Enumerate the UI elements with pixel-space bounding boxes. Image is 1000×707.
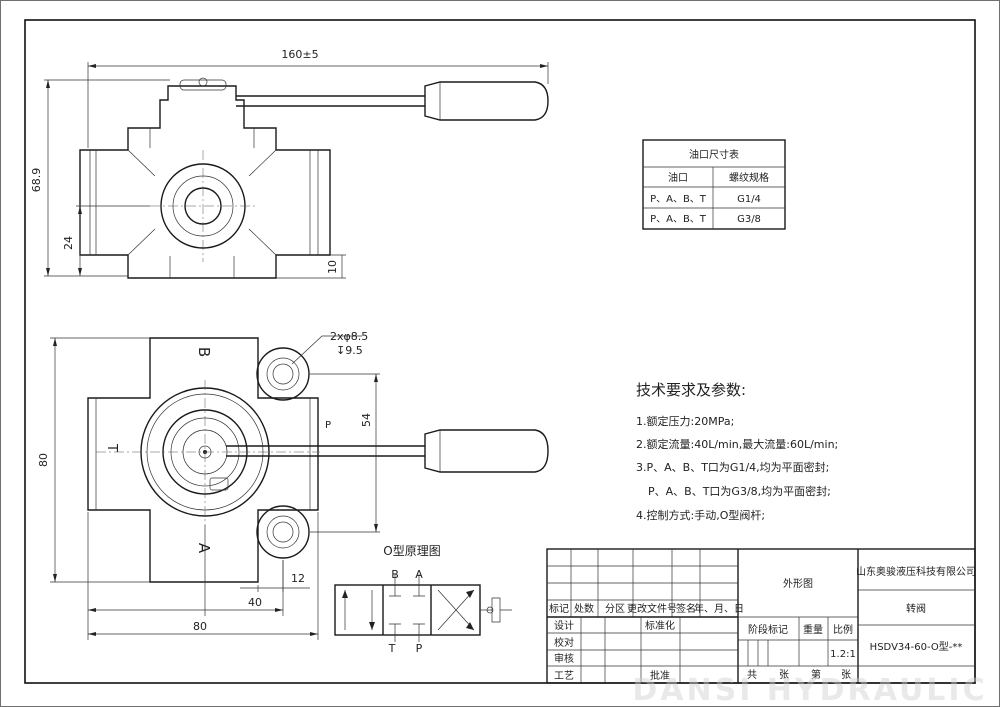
title-role: 设计 [554,619,574,632]
dim-overall-length: 160±5 [281,48,318,61]
title-standardize: 标准化 [645,619,675,632]
technical-requirements: 技术要求及参数: 1.额定压力:20MPa; 2.额定流量:40L/min,最大… [636,381,838,522]
dim-12: 12 [291,572,305,585]
port-table-header-thread: 螺纹规格 [729,171,769,184]
title-role: 校对 [554,636,574,649]
port-table-title: 油口尺寸表 [689,148,739,161]
dim-80-horizontal: 80 [193,620,207,633]
schematic-port-t: T [388,642,396,655]
port-size-table: 油口尺寸表 油口 螺纹规格 P、A、B、T G1/4 P、A、B、T G3/8 [642,139,786,230]
title-row-header: 标记 [549,603,569,615]
port-b-label: B [195,347,213,357]
title-part-name: 转阀 [906,602,926,615]
title-scale-value: 1.2:1 [830,649,856,660]
schematic: O型原理图 B A T P [334,544,512,655]
dim-54: 54 [360,413,373,427]
tech-item: 4.控制方式:手动,O型阀杆; [636,508,765,522]
title-role: 工艺 [554,670,574,682]
schematic-port-p: P [416,642,423,655]
tech-item: 2.额定流量:40L/min,最大流量:60L/min; [636,437,838,451]
title-part-view: 外形图 [783,578,813,590]
title-sheet-no: 第 [811,668,821,681]
title-part-number: HSDV34-60-O型-** [870,640,963,653]
title-row-header: 签名 [676,602,696,615]
title-weight: 重量 [803,623,823,636]
dim-height: 68.9 [30,168,43,193]
title-row-header: 年、月、日 [694,602,744,615]
tech-item: 3.P、A、B、T口为G1/4,均为平面密封; [636,460,829,474]
port-p-label: P [325,420,331,431]
port-table-cell: P、A、B、T [650,194,707,205]
schematic-port-a: A [415,568,423,581]
tech-item: P、A、B、T口为G3/8,均为平面密封; [648,484,831,498]
inner-border [24,19,976,684]
schematic-title: O型原理图 [383,544,440,558]
dim-40: 40 [248,596,262,609]
title-row-header: 更改文件号 [627,602,677,615]
title-sheets-total: 共 [747,669,757,681]
tech-heading: 技术要求及参数: [636,381,746,399]
title-sheet-unit: 张 [779,669,789,681]
dim-10: 10 [326,260,339,274]
schematic-port-b: B [391,568,399,581]
watermark: DANSI HYDRAULIC [632,673,987,707]
hole-spec-depth: ↧9.5 [336,344,363,357]
port-table-header-port: 油口 [668,171,688,184]
title-row-header: 分区 [605,603,625,615]
front-view: B A T P 2xφ8.5 ↧9.5 80 54 12 40 80 [37,330,549,640]
title-stage-mark: 阶段标记 [748,623,788,636]
port-a-label: A [195,543,213,554]
port-table-cell: P、A、B、T [650,214,707,225]
title-approve: 批准 [650,669,670,682]
title-row-header: 处数 [574,602,594,615]
title-role: 审核 [554,652,574,665]
title-sheet-unit2: 张 [841,669,851,681]
title-company: 山东奥骏液压科技有限公司 [856,565,976,578]
dim-24: 24 [62,236,75,250]
hole-spec-diameter: 2xφ8.5 [330,330,368,343]
top-view: 160±5 68.9 24 10 [30,48,549,279]
dim-80-vertical: 80 [37,453,50,467]
port-t-label: T [104,443,119,452]
port-table-cell: G3/8 [737,214,761,225]
tech-item: 1.额定压力:20MPa; [636,414,734,428]
title-block: 外形图 山东奥骏液压科技有限公司 转阀 HSDV34-60-O型-** 标记 处… [546,548,976,684]
port-table-cell: G1/4 [737,194,761,205]
title-scale: 比例 [833,623,853,636]
